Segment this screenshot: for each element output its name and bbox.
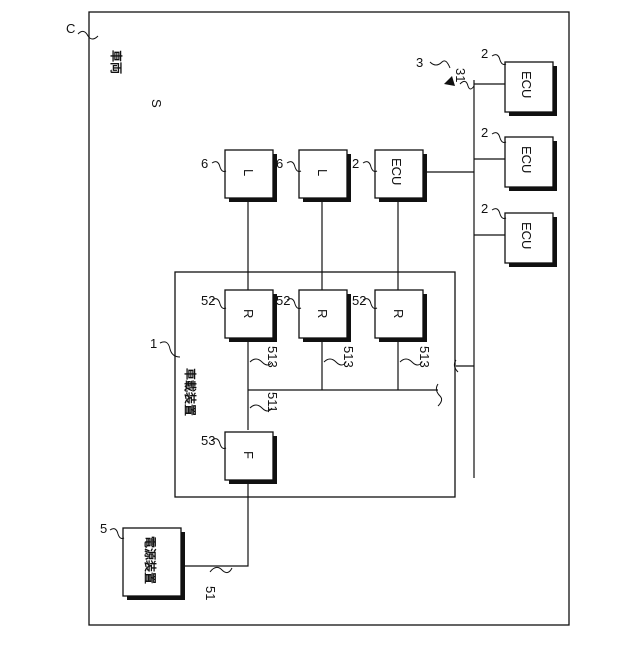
load-1-label: L bbox=[241, 169, 256, 176]
onboard-device-label: 車載装置 bbox=[183, 368, 198, 416]
ecu-right-3-ref: 2 bbox=[481, 201, 488, 216]
trunk-ref: 511 bbox=[265, 392, 280, 413]
bus-ref: 31 bbox=[453, 68, 468, 82]
load-2-label: L bbox=[315, 169, 330, 176]
relay-1-ref: 52 bbox=[201, 293, 215, 308]
ecu-box-right-2: ECU bbox=[505, 137, 557, 191]
power-device-label: 電源装置 bbox=[143, 536, 158, 584]
forwarder-ref: 53 bbox=[201, 433, 215, 448]
ecu-right-2-ref: 2 bbox=[481, 125, 488, 140]
load-1-ref: 6 bbox=[201, 156, 208, 171]
forwarder-box: F bbox=[225, 432, 277, 484]
feed-3-ref: 513 bbox=[417, 346, 432, 368]
ecu-mid-label: ECU bbox=[389, 158, 404, 185]
ecu-mid-ref: 2 bbox=[352, 156, 359, 171]
vehicle-ref: C bbox=[66, 21, 75, 36]
relay-3-ref: 52 bbox=[352, 293, 366, 308]
feed-1-ref: 513 bbox=[265, 346, 280, 368]
relay-2-label: R bbox=[315, 309, 330, 318]
space-ref: S bbox=[149, 99, 164, 108]
power-device-ref: 5 bbox=[100, 521, 107, 536]
ecu-right-3-label: ECU bbox=[519, 222, 534, 249]
ecu-right-1-ref: 2 bbox=[481, 46, 488, 61]
onboard-device-ref: 1 bbox=[150, 336, 157, 351]
load-box-1: L bbox=[225, 150, 277, 202]
relay-1-label: R bbox=[241, 309, 256, 318]
feed-2-ref: 513 bbox=[341, 346, 356, 368]
ecu-box-right-1: ECU bbox=[505, 62, 557, 116]
ecu-right-2-label: ECU bbox=[519, 146, 534, 173]
load-2-ref: 6 bbox=[276, 156, 283, 171]
load-box-2: L bbox=[299, 150, 351, 202]
vehicle-label: 車両 bbox=[109, 50, 124, 74]
ecu-box-mid: ECU bbox=[375, 150, 427, 202]
power-device: 電源装置 bbox=[123, 528, 185, 600]
network-ref: 3 bbox=[416, 55, 423, 70]
relay-3-label: R bbox=[391, 309, 406, 318]
ecu-box-right-3: ECU bbox=[505, 213, 557, 267]
power-line-ref: 51 bbox=[203, 586, 218, 600]
ecu-right-1-label: ECU bbox=[519, 71, 534, 98]
relay-box-3: R bbox=[375, 290, 427, 342]
relay-box-2: R bbox=[299, 290, 351, 342]
relay-2-ref: 52 bbox=[276, 293, 290, 308]
relay-box-1: R bbox=[225, 290, 277, 342]
forwarder-label: F bbox=[241, 451, 256, 459]
